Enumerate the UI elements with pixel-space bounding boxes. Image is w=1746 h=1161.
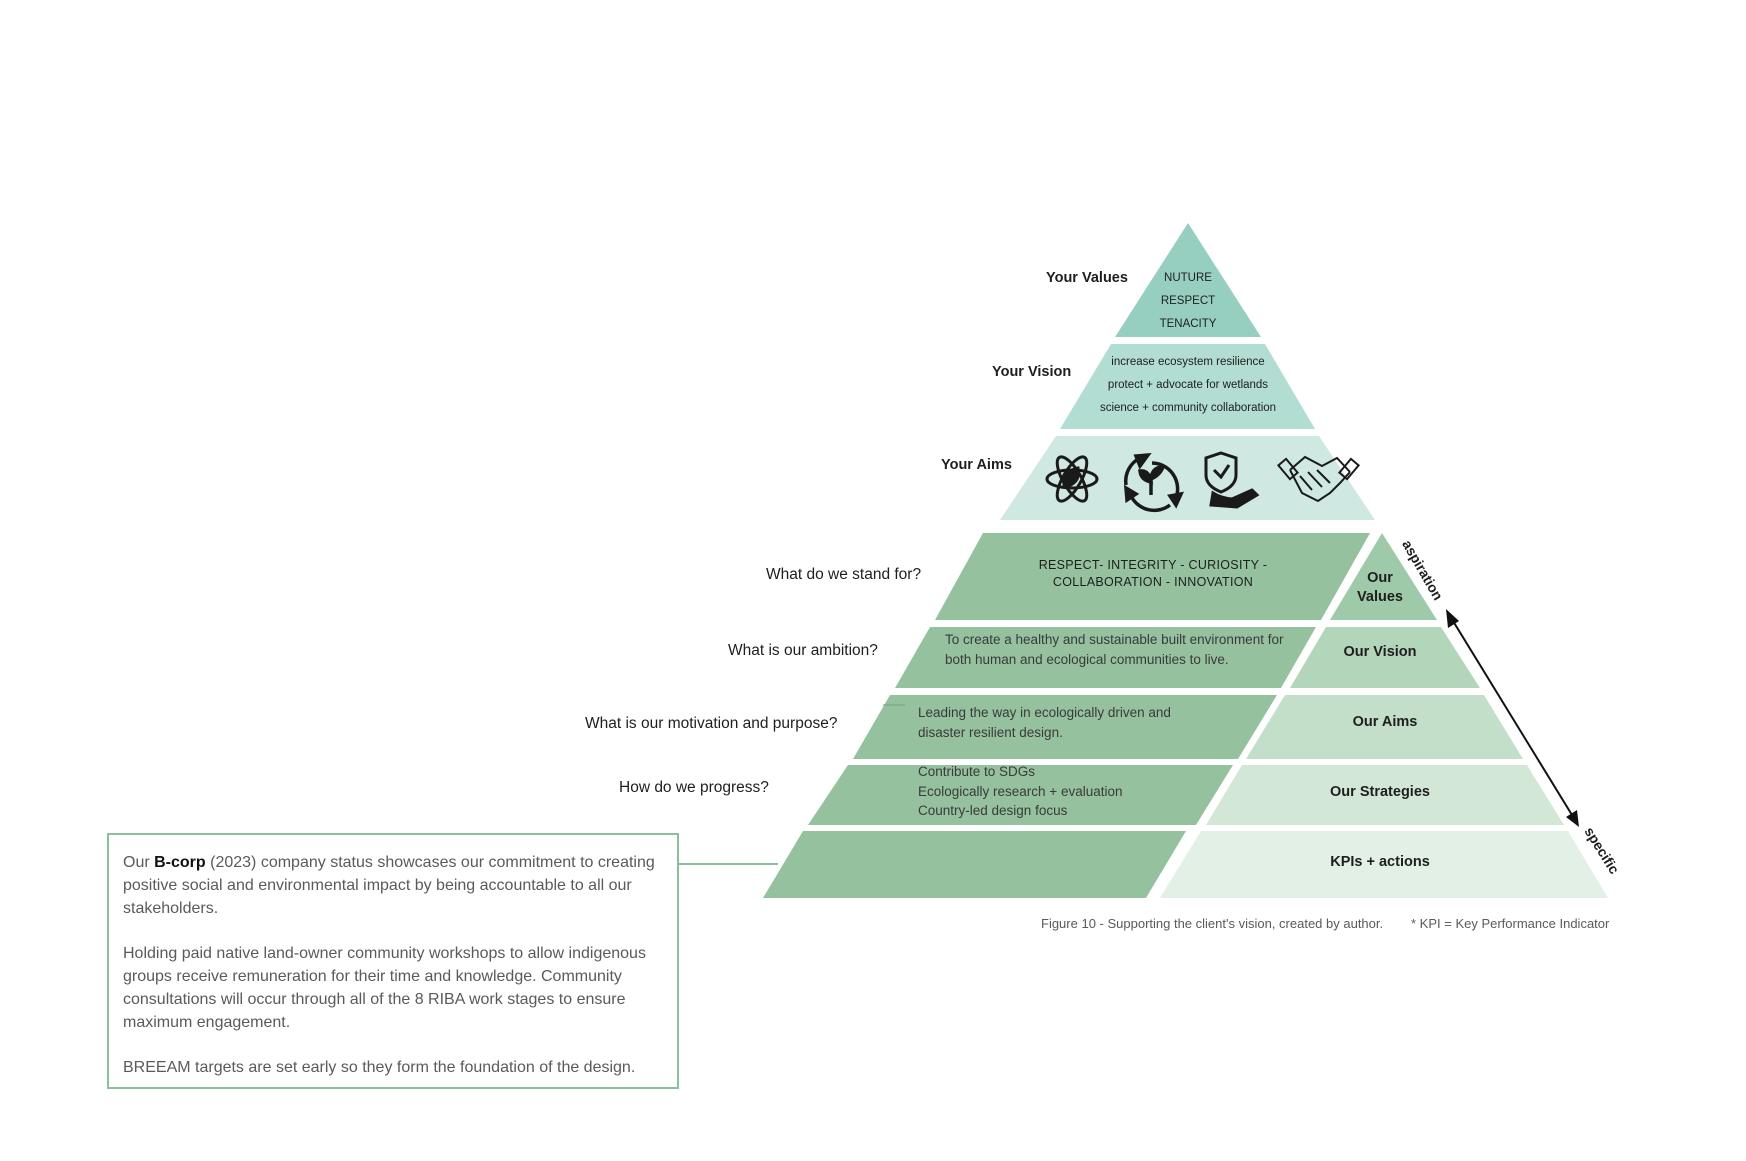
your-vision-label: Your Vision <box>992 364 1072 380</box>
left-tier-kpis <box>763 831 1186 898</box>
our-strategies-label: Our Strategies <box>1330 784 1430 800</box>
kpis-actions-label: KPIs + actions <box>1330 854 1430 870</box>
top-pyramid-values-tier <box>1115 223 1261 337</box>
right-tier-vision <box>1290 627 1480 688</box>
vision-line: To create a healthy and sustainable buil… <box>945 632 1284 647</box>
aspiration-specific-arrow <box>1452 620 1573 816</box>
atom-leaf-icon <box>1045 455 1099 503</box>
left-tier-aims <box>853 695 1277 759</box>
strategy-line: Country-led design focus <box>918 803 1068 818</box>
strategy-line: Contribute to SDGs <box>918 764 1036 779</box>
top-pyramid-vision-tier <box>1060 344 1315 429</box>
question-motivation: What is our motivation and purpose? <box>585 715 838 732</box>
figure-caption: Figure 10 - Supporting the client's visi… <box>1041 916 1384 931</box>
right-tier-strategies <box>1206 765 1564 825</box>
aims-line: Leading the way in ecologically driven a… <box>918 705 1171 720</box>
right-tier-kpis <box>1160 831 1608 898</box>
our-values-label-line: Values <box>1357 589 1403 605</box>
left-tier-strategies <box>808 765 1233 825</box>
info-paragraph-workshops: Holding paid native land-owner community… <box>123 945 646 1031</box>
vision-item: science + community collaboration <box>1099 402 1277 414</box>
info-text: (2023) company status showcases our comm… <box>123 854 655 917</box>
question-stand-for: What do we stand for? <box>766 566 922 583</box>
top-pyramid-aims-tier <box>1000 436 1375 520</box>
info-paragraph-breeam: BREEAM targets are set early so they for… <box>123 1059 636 1076</box>
shield-hand-icon <box>1204 451 1260 509</box>
our-vision-label: Our Vision <box>1343 644 1417 660</box>
question-ambition: What is our ambition? <box>728 642 878 659</box>
recycle-sprout-icon <box>1123 452 1184 513</box>
right-tier-aims <box>1246 695 1523 759</box>
left-tier-vision <box>895 627 1316 688</box>
arrowhead-bottom <box>1566 810 1579 827</box>
value-item: NUTURE <box>1164 272 1212 284</box>
left-tier-values <box>935 533 1370 620</box>
kpi-footnote: * KPI = Key Performance Indicator <box>1411 916 1610 931</box>
right-tier-values <box>1330 533 1437 620</box>
info-paragraph-bcorp: Our B-corp (2023) company status showcas… <box>123 851 663 920</box>
vision-item: protect + advocate for wetlands <box>1107 379 1269 391</box>
our-aims-label: Our Aims <box>1352 714 1418 730</box>
our-aims-text: Leading the way in ecologically driven a… <box>918 703 1171 742</box>
value-item: RESPECT <box>1160 295 1216 307</box>
our-strategies-text: Contribute to SDGs Ecologically research… <box>918 762 1123 821</box>
question-progress: How do we progress? <box>619 779 769 796</box>
your-values-label: Your Values <box>1046 270 1128 286</box>
vision-item: increase ecosystem resilience <box>1111 356 1265 368</box>
your-vision-list: increase ecosystem resilience protect + … <box>1088 351 1288 420</box>
your-values-list: NUTURE RESPECT TENACITY <box>1130 267 1246 336</box>
values-line: RESPECT- INTEGRITY - CURIOSITY - <box>1038 558 1268 572</box>
arrowhead-top <box>1446 609 1459 628</box>
our-vision-text: To create a healthy and sustainable buil… <box>945 630 1283 669</box>
our-values-text: RESPECT- INTEGRITY - CURIOSITY - COLLABO… <box>1008 557 1298 591</box>
strategy-line: Ecologically research + evaluation <box>918 783 1123 799</box>
value-item: TENACITY <box>1159 318 1217 330</box>
our-values-label-line: Our <box>1367 570 1393 586</box>
handshake-icon <box>1276 455 1361 503</box>
values-line: COLLABORATION - INNOVATION <box>1052 575 1254 589</box>
vision-line: both human and ecological communities to… <box>945 651 1229 667</box>
our-values-label: Our Values <box>1340 569 1420 607</box>
b-corp-highlight: B-corp <box>154 854 206 871</box>
b-corp-info-box: Our B-corp (2023) company status showcas… <box>107 833 679 1089</box>
your-aims-label: Your Aims <box>941 457 1012 473</box>
aims-line: disaster resilient design. <box>918 724 1063 740</box>
info-text: Our <box>123 854 155 871</box>
